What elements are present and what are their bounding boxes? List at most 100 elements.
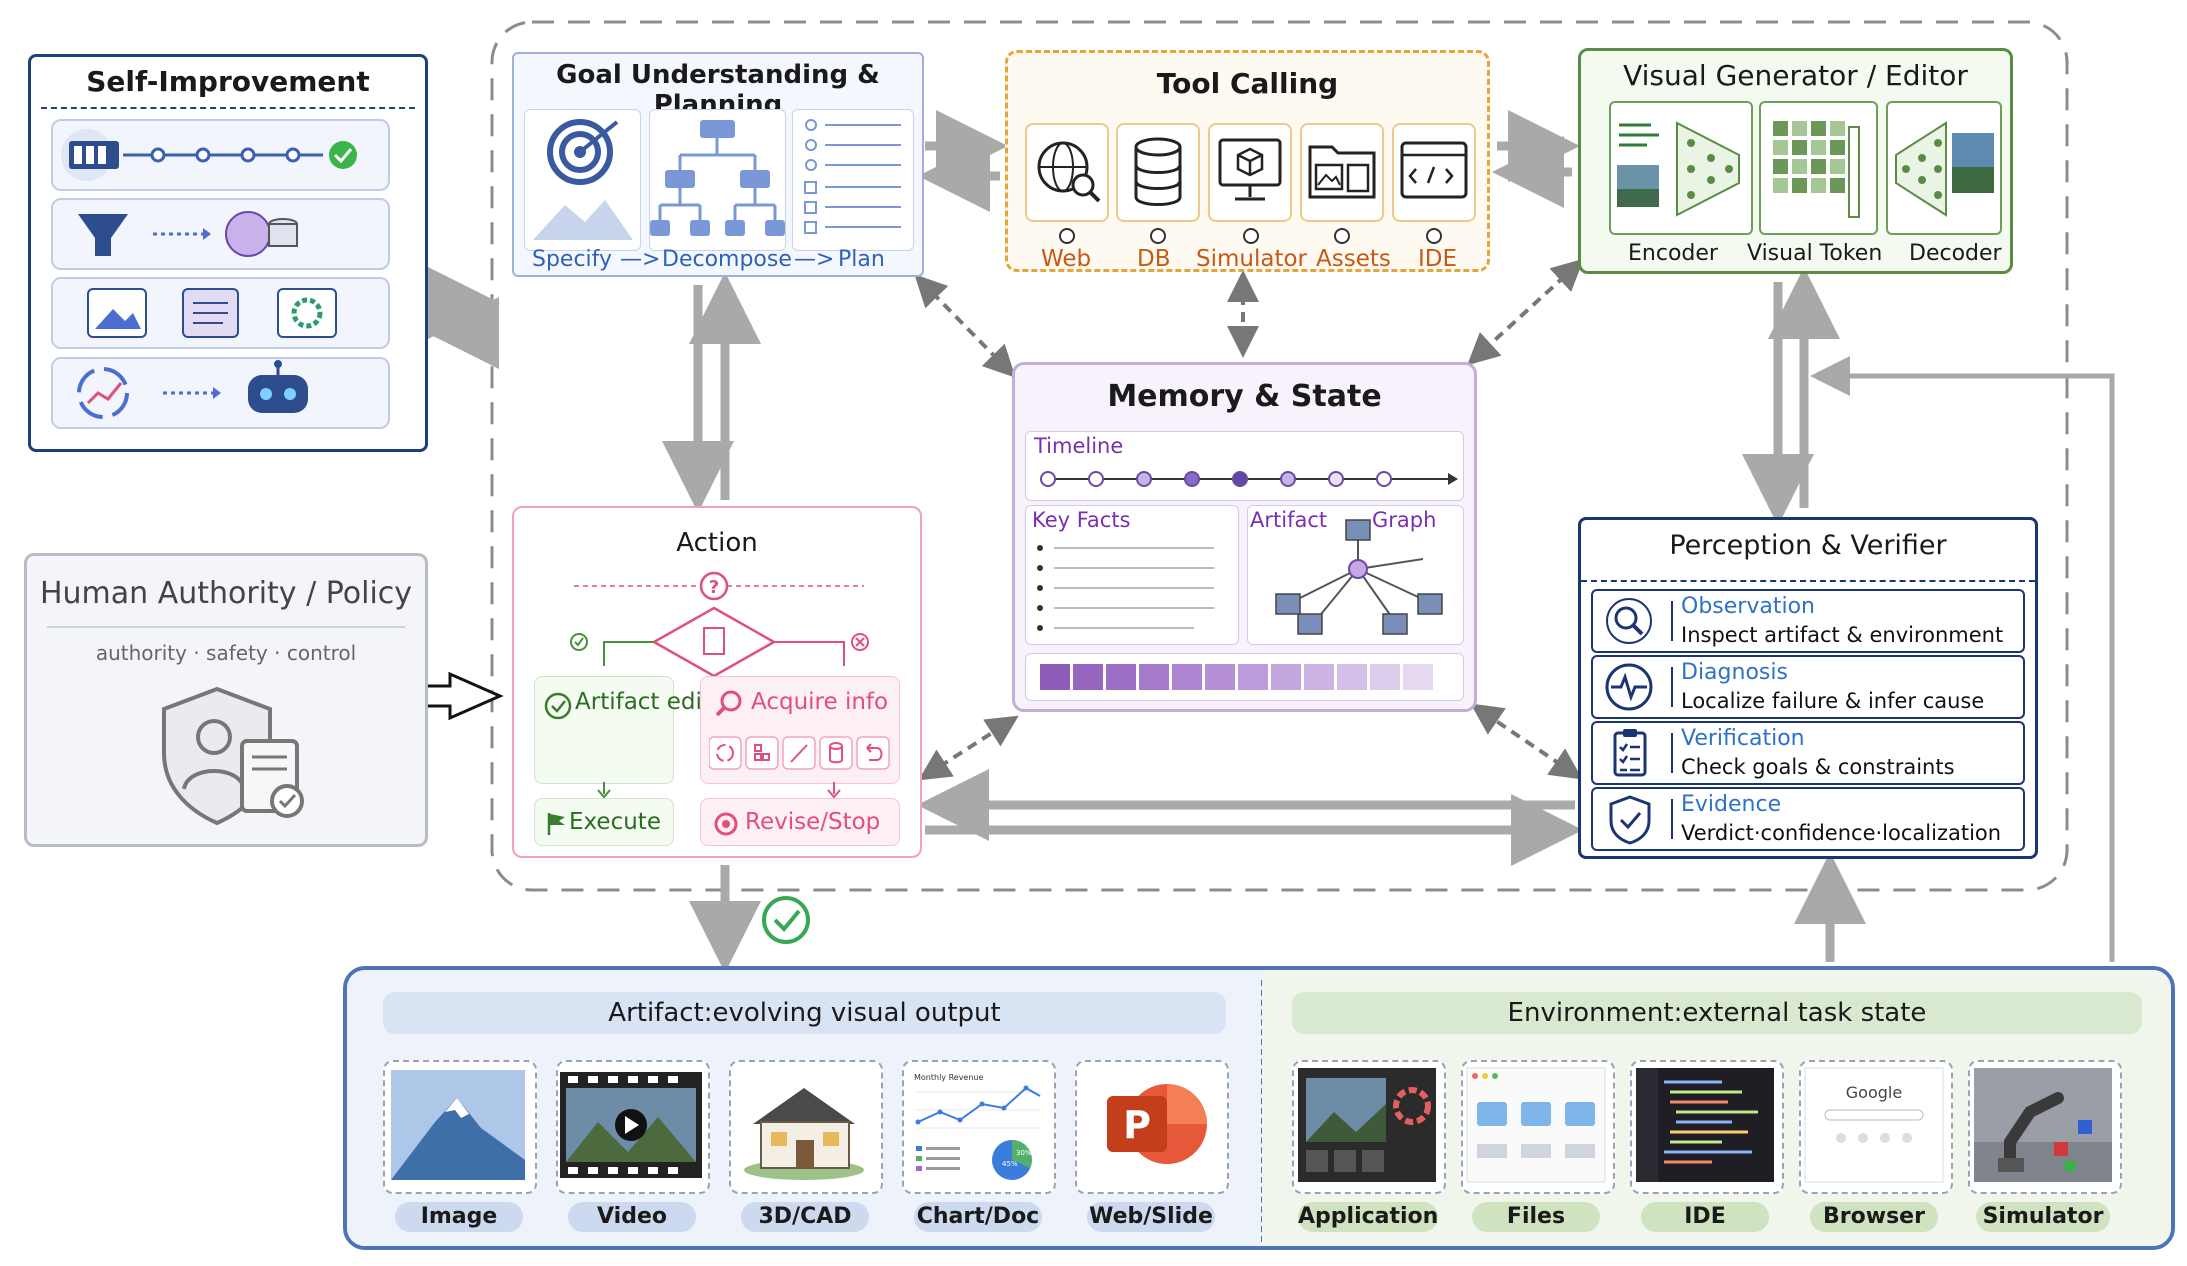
trajectory-icon [61,129,357,181]
acquire-info-label: Acquire info [751,689,889,715]
token-grid-icon [1773,121,1860,218]
perception-row-diagnosis: Diagnosis Localize failure & infer cause [1591,655,2025,719]
goal-planning-panel: Goal Understanding & Planning Specify —> [512,52,924,277]
env-label-ide: IDE [1641,1202,1769,1232]
encoder-label: Encoder [1628,241,1718,266]
video-film-icon [560,1072,702,1178]
goal-target-card [524,109,641,251]
visual-token-card [1759,101,1878,235]
tool-web-card[interactable] [1025,123,1109,222]
checklist-icon [804,119,901,234]
tool-label-assets: Assets [1316,246,1391,272]
thumb-video[interactable] [556,1060,710,1194]
timeline-label: Timeline [1034,434,1124,458]
revise-stop-card[interactable]: Revise/Stop [700,798,900,846]
check-circle-icon [544,692,572,720]
graph-label: Graph [1372,508,1437,532]
decoder-label: Decoder [1909,241,2002,266]
memory-state-title: Memory & State [1107,379,1382,414]
timeline-track [1040,471,1458,487]
thumb-3d-cad[interactable] [729,1060,883,1194]
thumb-chart-pct-b: 30% [1016,1149,1032,1157]
encoder-card [1609,101,1753,235]
acquire-tools-icons [709,736,890,770]
artifact-edit-label: Artifact edit [575,689,711,715]
env-label-simulator: Simulator [1976,1202,2110,1232]
tool-simulator-card[interactable] [1208,123,1292,222]
human-authority-panel: Human Authority / Policy authority · saf… [24,553,428,847]
code-window-icon [1400,141,1468,199]
thumb-chart-doc[interactable]: Monthly Revenue 45% 30% [902,1060,1056,1194]
memory-state-panel: Memory & State Timeline Key Facts Artifa… [1012,362,1477,712]
tool-label-web: Web [1041,246,1092,272]
key-facts-list [1037,545,1214,631]
self-row-assets [51,277,390,349]
thumb-web-slide[interactable]: P [1075,1060,1229,1194]
environment-section-title: Environment:external task state [1292,992,2142,1034]
shield-user-policy-icon [162,686,304,826]
tool-db-card[interactable] [1116,123,1200,222]
diagnosis-name: Diagnosis [1681,660,1788,685]
folder-assets-icon [1308,145,1376,199]
approved-check-icon [762,896,810,944]
visual-generator-title: Visual Generator / Editor [1623,59,1968,92]
thumb-chart-title: Monthly Revenue [914,1073,983,1082]
action-title: Action [676,528,758,558]
key-facts-label: Key Facts [1032,508,1131,532]
visual-token-label: Visual Token [1747,241,1883,266]
self-row-cycle-to-robot [51,357,390,429]
filter-brain-icon [78,211,298,257]
globe-search-icon [1037,141,1101,203]
target-icon [533,119,633,240]
decoder-card [1886,101,2002,235]
self-improvement-panel: Self-Improvement [28,54,428,452]
step-plan: Plan [838,247,885,272]
memory-buffer-bar [1025,653,1464,701]
hierarchy-tree-icon [650,120,785,236]
revise-stop-label: Revise/Stop [745,809,881,835]
step-arrow-2: —> [794,247,835,272]
artifact-section: Artifact:evolving visual output [347,970,1262,1246]
artifact-graph-diagram [1275,519,1443,635]
artifact-label-image: Image [395,1202,523,1232]
thumb-simulator[interactable] [1968,1060,2122,1194]
dashed-goal-memory [914,274,1016,378]
assets-icons [87,288,337,338]
verification-desc: Check goals & constraints [1681,755,1955,779]
tool-label-simulator: Simulator [1196,246,1308,272]
heartbeat-icon [1605,663,1653,711]
memory-buffer-cells [1040,664,1433,690]
tool-calling-panel: Tool Calling [1005,50,1490,272]
execute-card[interactable]: Execute [534,798,674,846]
visual-generator-panel: Visual Generator / Editor Encoder Visual… [1578,48,2013,274]
application-window-icon [1298,1068,1436,1182]
thumb-ide[interactable] [1630,1060,1784,1194]
artifact-label-web-slide: Web/Slide [1087,1202,1215,1232]
artifact-section-title: Artifact:evolving visual output [383,992,1226,1034]
verification-name: Verification [1681,726,1805,751]
dashed-visual-memory [1467,258,1584,366]
tool-assets-card[interactable] [1300,123,1384,222]
browser-window-icon: Google [1804,1067,1944,1183]
thumb-image[interactable] [383,1060,537,1194]
diagnosis-desc: Localize failure & infer cause [1681,689,1985,713]
artifact-label: Artifact [1250,508,1328,532]
goal-plan-checklist-card [792,109,914,251]
timeline-section: Timeline [1025,431,1464,501]
thumb-browser[interactable]: Google [1799,1060,1953,1194]
thumb-browser-logo: Google [1846,1083,1902,1102]
execute-label: Execute [569,809,661,835]
cycle-robot-icon [77,360,308,419]
perception-row-evidence: Evidence Verdict·confidence·localization [1591,787,2025,851]
thumb-application[interactable] [1292,1060,1446,1194]
perception-row-verification: Verification Check goals & constraints [1591,721,2025,785]
step-specify: Specify [532,247,613,272]
key-facts-section: Key Facts [1025,505,1239,645]
database-icon [1134,137,1182,206]
step-decompose: Decompose [662,247,792,272]
dashed-action-memory [918,715,1019,781]
tool-ide-card[interactable] [1392,123,1476,222]
thumb-files[interactable] [1461,1060,1615,1194]
artifact-label-chart-doc: Chart/Doc [914,1202,1042,1232]
acquire-info-card: Acquire info [700,676,900,784]
